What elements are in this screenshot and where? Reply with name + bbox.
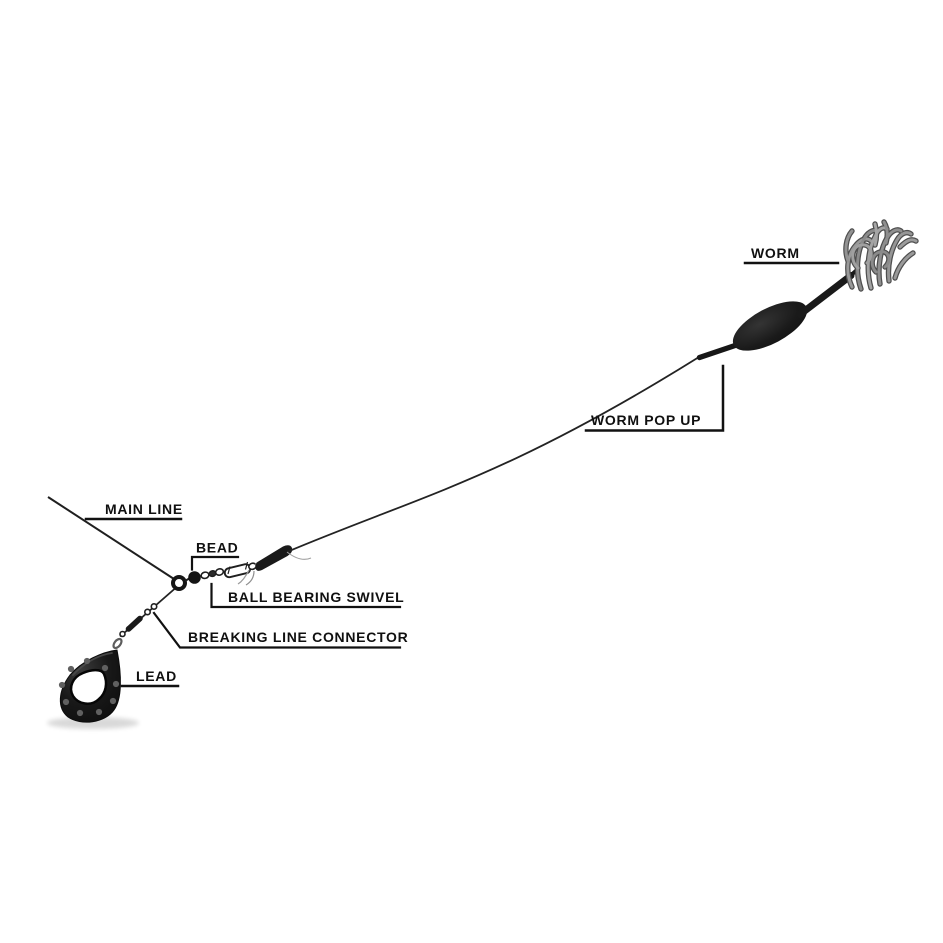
- breaking-line-connector-callout-line: [152, 611, 402, 649]
- bead-shape: [188, 571, 201, 584]
- swivel-chain: [171, 545, 312, 591]
- worm-bunch: [843, 219, 919, 292]
- lead-rivets: [58, 657, 120, 717]
- breaking-line-connector-shape: [119, 587, 176, 638]
- lead-shadow: [47, 717, 139, 729]
- worm-label: WORM: [751, 245, 800, 261]
- breaking-line-connector-label: BREAKING LINE CONNECTOR: [188, 629, 408, 645]
- lead-highlight: [72, 652, 113, 676]
- ball-bearing-swivel-label: BALL BEARING SWIVEL: [228, 589, 404, 605]
- callout-lines: [84, 261, 840, 688]
- ball-bearing-swivel-callout-line: [210, 582, 402, 609]
- pop-up-float: [732, 301, 808, 351]
- worm-stem: [796, 272, 855, 318]
- lead-label: LEAD: [136, 668, 177, 684]
- worm-pop-up-label: WORM POP UP: [591, 412, 701, 428]
- worm-pop-up-shape: [696, 267, 860, 361]
- lead-weight-shape: [47, 637, 139, 729]
- bead-callout-line: [190, 555, 240, 571]
- hooklink-line: [287, 356, 700, 553]
- junction-ring: [171, 575, 187, 591]
- lead-hole: [69, 668, 108, 705]
- labels: WORM WORM POP UP MAIN LINE BEAD BALL BEA…: [105, 245, 800, 684]
- anti-tangle-sleeve: [255, 545, 293, 571]
- bead-label: BEAD: [196, 540, 238, 556]
- lead-clip: [112, 637, 123, 650]
- worm-pop-up-callout-line: [584, 364, 725, 432]
- main-line-shape: [47, 496, 175, 580]
- main-line-label: MAIN LINE: [105, 501, 183, 517]
